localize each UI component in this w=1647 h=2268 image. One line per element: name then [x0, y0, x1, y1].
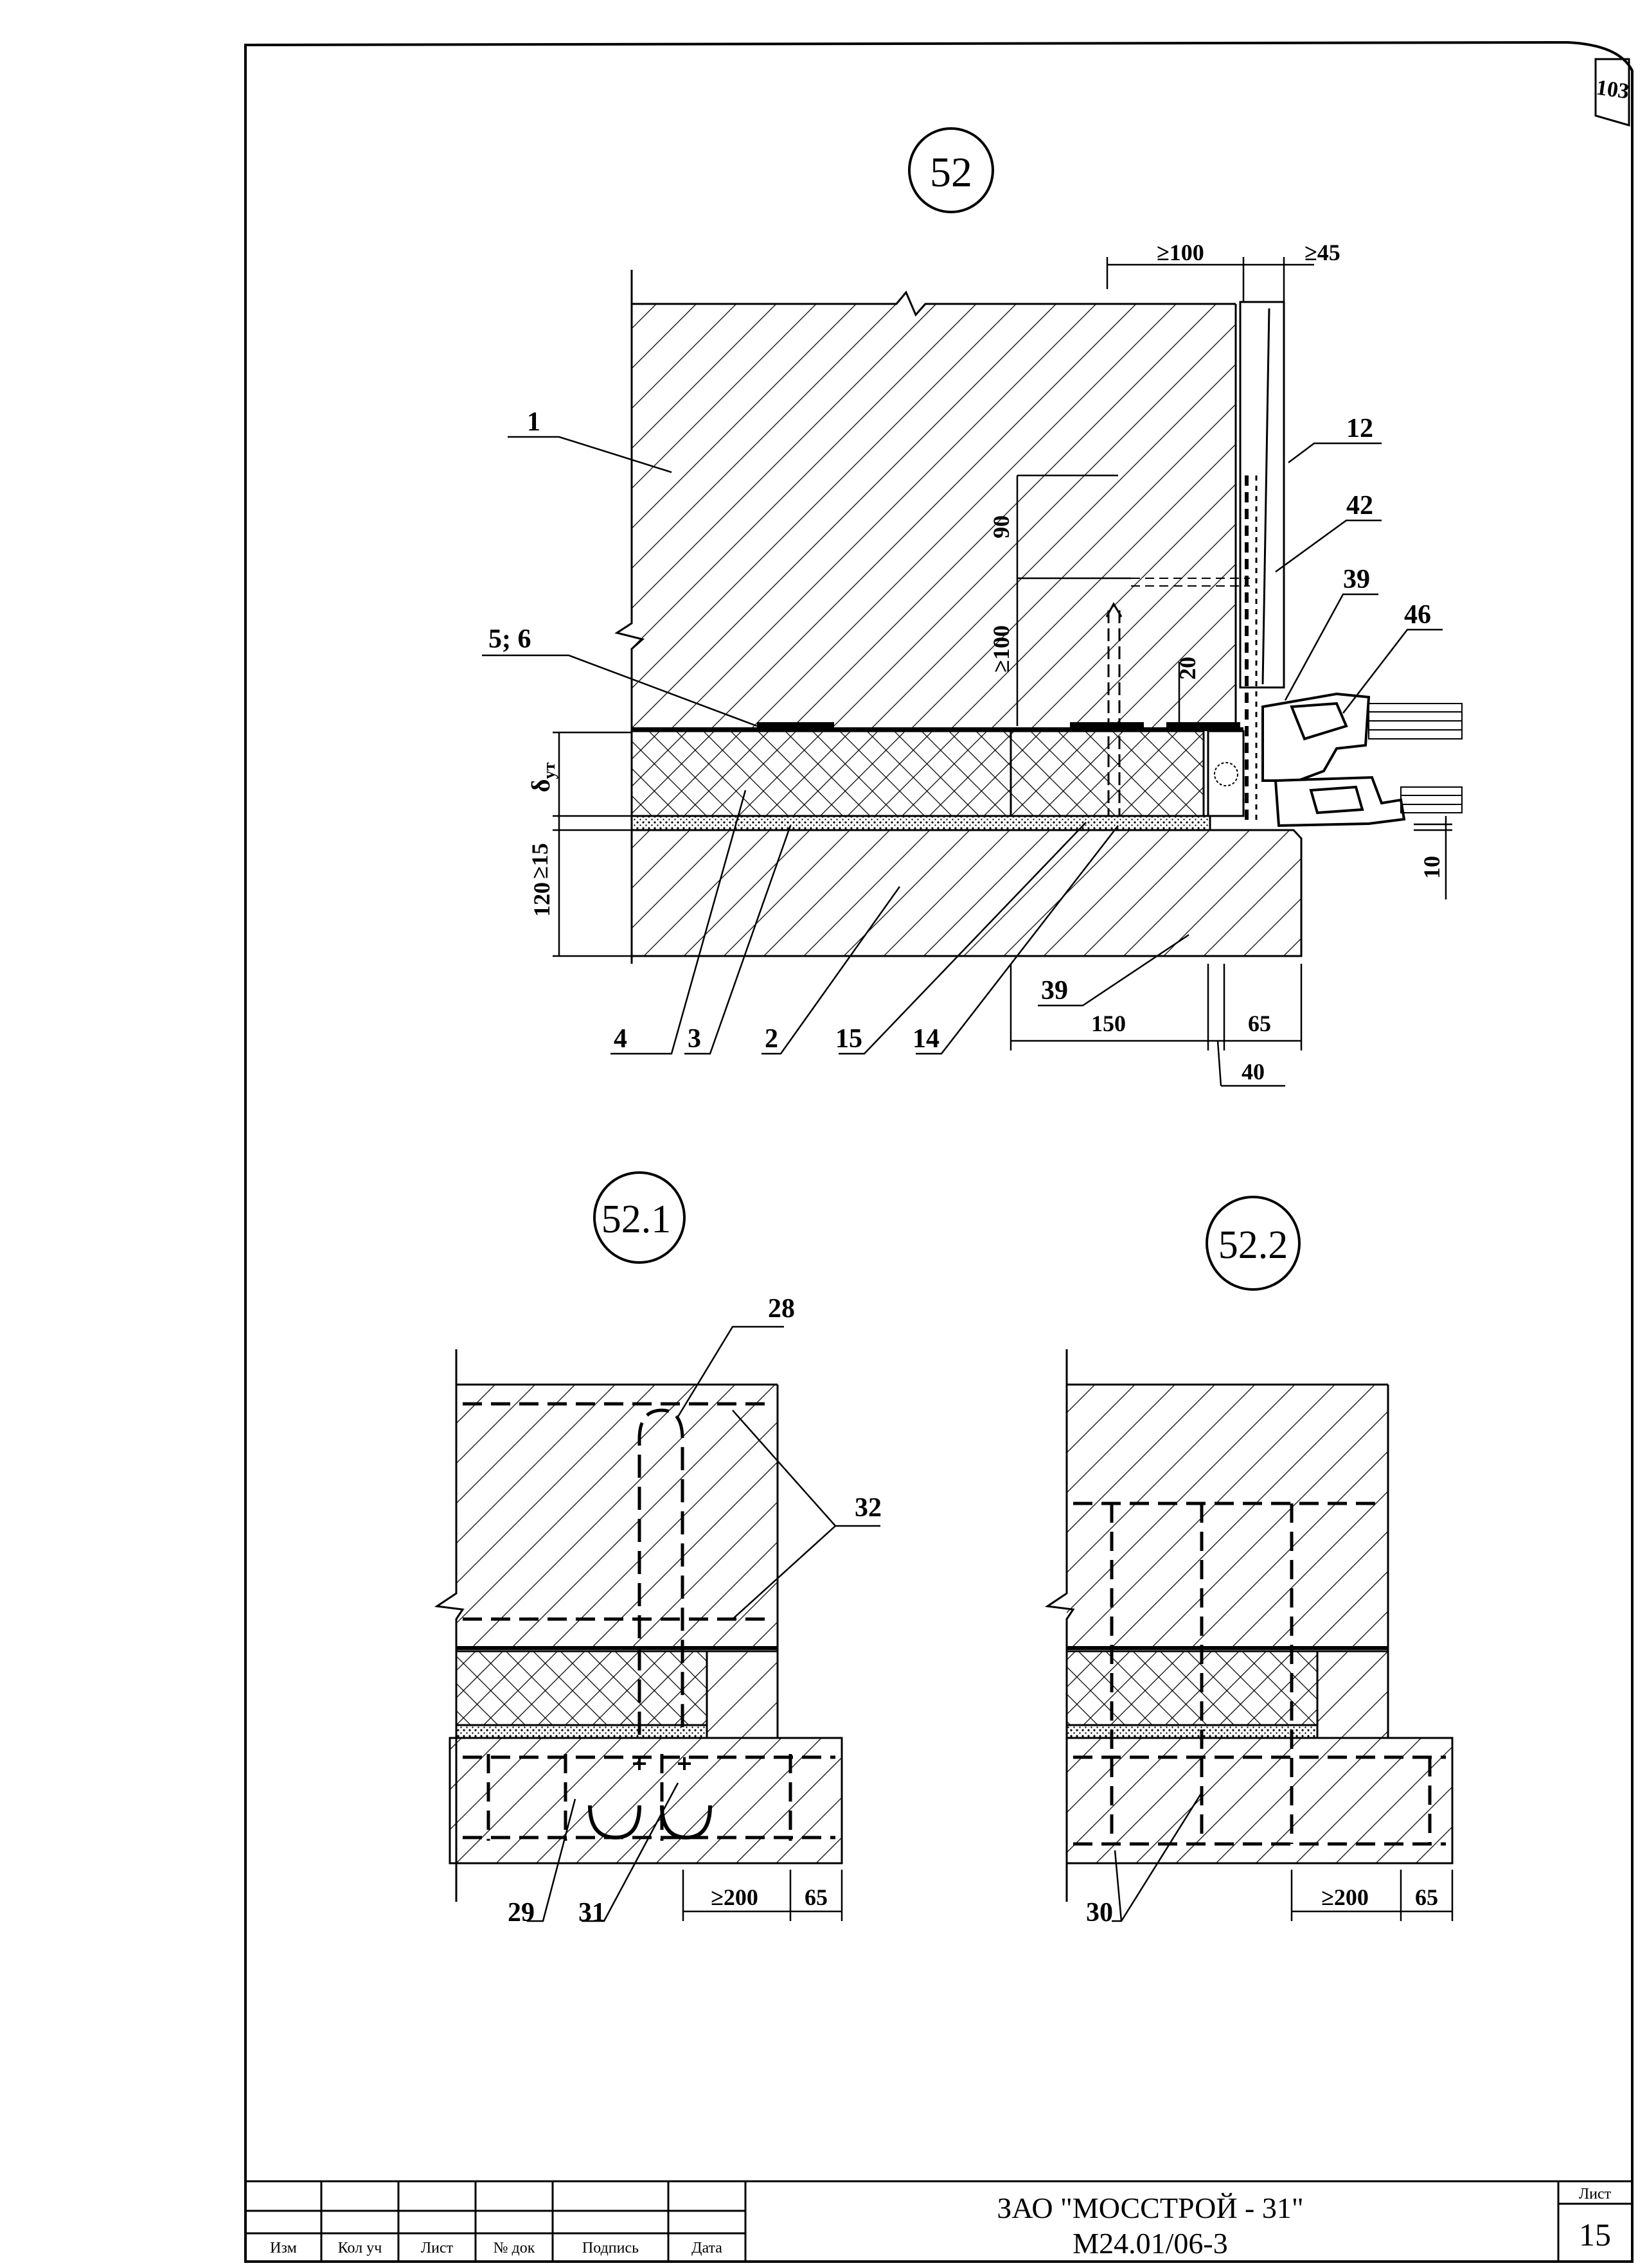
sealant-cord — [1214, 762, 1238, 786]
detail-title: 52.2 — [1218, 1223, 1288, 1267]
dim-65: 65 — [1415, 1884, 1438, 1910]
callout-32: 32 — [855, 1493, 882, 1523]
callout-30: 30 — [1086, 1898, 1113, 1927]
concrete-plug — [1316, 1650, 1389, 1739]
callout-4: 4 — [614, 1024, 627, 1054]
mortar-layer — [1065, 1724, 1319, 1739]
anchor-head — [1105, 601, 1123, 617]
title-block — [245, 2180, 1632, 2262]
company-name: ЗАО "МОССТРОЙ - 31" — [997, 2192, 1303, 2224]
insulation-layer — [1065, 1650, 1319, 1726]
detail-52-2: 52.2 30 ≥200 65 — [1044, 1196, 1454, 1927]
u-bar — [637, 1408, 684, 1735]
insulation-layer-right — [1010, 730, 1205, 817]
callout-12: 12 — [1346, 414, 1373, 443]
callout-39-bottom: 39 — [1041, 976, 1068, 1006]
u-bar-bottom — [660, 1805, 712, 1840]
callout-29: 29 — [508, 1898, 535, 1927]
detail-title-circle — [593, 1171, 686, 1264]
stamp-header-doc: № док — [494, 2240, 535, 2256]
stamp-header-izm: Изм — [270, 2240, 297, 2256]
mortar-layer — [455, 1724, 708, 1739]
detail-52-1: 52.1 28 32 29 31 ≥200 65 — [434, 1171, 882, 1927]
callout-15: 15 — [835, 1024, 862, 1054]
detail-title: 52 — [930, 149, 972, 196]
callout-3: 3 — [688, 1024, 701, 1054]
stamp-header-list: Лист — [421, 2240, 454, 2256]
callout-39-top: 39 — [1343, 565, 1370, 594]
callout-5-6: 5; 6 — [488, 625, 531, 654]
leader-lines — [527, 1325, 880, 1922]
dimension-lines — [553, 257, 1452, 1050]
wall-slab-outline — [632, 290, 1236, 317]
dim-120: 120 — [529, 882, 555, 917]
u-bar-bottom — [588, 1805, 641, 1840]
cross-mark — [633, 1757, 691, 1770]
callout-2: 2 — [765, 1024, 778, 1054]
callout-31: 31 — [578, 1898, 605, 1927]
dim-ge45: ≥45 — [1304, 240, 1340, 265]
seal-block — [1207, 730, 1245, 817]
membrane-strip — [1166, 722, 1240, 730]
insulation-layer — [455, 1650, 708, 1726]
document-code: М24.01/06-3 — [1073, 2227, 1228, 2260]
callout-28: 28 — [768, 1294, 795, 1324]
leader-lines — [1112, 1792, 1454, 1922]
sheet-frame — [244, 40, 1634, 2263]
sheet-number: 15 — [1579, 2217, 1611, 2253]
dim-65: 65 — [1248, 1011, 1271, 1036]
callout-46: 46 — [1404, 600, 1431, 630]
callout-1: 1 — [527, 407, 540, 437]
mortar-layer — [630, 815, 1211, 831]
window-profile — [1261, 692, 1463, 828]
dim-40: 40 — [1242, 1059, 1265, 1085]
leader-lines — [482, 436, 1443, 1087]
stamp-header-kol-uch: Кол уч — [338, 2240, 382, 2256]
break-line-left — [614, 270, 645, 964]
dim-90: 90 — [988, 515, 1014, 538]
concrete-plug — [706, 1650, 779, 1739]
dim-10: 10 — [1419, 856, 1445, 879]
corner-tab — [1594, 58, 1630, 127]
corner-number: 103 — [1595, 76, 1631, 104]
stamp-header-date: Дата — [691, 2240, 722, 2256]
dim-ge200: ≥200 — [711, 1884, 758, 1910]
dim-ge100: ≥100 — [1157, 240, 1204, 265]
detail-title-circle — [908, 127, 994, 213]
stamp-header-signature: Подпись — [582, 2240, 639, 2256]
wall-slab — [1067, 1385, 1388, 1648]
frame-board-inner — [1261, 308, 1270, 685]
reinforcement-dashed — [1073, 1502, 1446, 1846]
callout-42: 42 — [1346, 491, 1373, 520]
detail-title: 52.1 — [601, 1198, 672, 1241]
wall-slab — [456, 1385, 778, 1648]
wall-slab — [632, 304, 1236, 729]
dim-ge100-vertical: ≥100 — [988, 625, 1014, 673]
insulation-layer — [630, 730, 1012, 817]
sheet-label: Лист — [1579, 2186, 1612, 2202]
membrane-strip — [1070, 722, 1144, 730]
dim-150: 150 — [1091, 1011, 1126, 1036]
dim-delta-ut: δут — [526, 763, 558, 793]
dim-65: 65 — [805, 1884, 828, 1910]
membrane-strip — [757, 722, 834, 730]
callout-14: 14 — [913, 1024, 939, 1054]
detail-title-circle — [1206, 1196, 1301, 1291]
floor-slab — [630, 829, 1303, 957]
dim-ge200: ≥200 — [1321, 1884, 1369, 1910]
dim-ge15: ≥15 — [527, 843, 553, 879]
dim-20: 20 — [1175, 657, 1200, 680]
detail-52: 52 — [482, 127, 1463, 1087]
